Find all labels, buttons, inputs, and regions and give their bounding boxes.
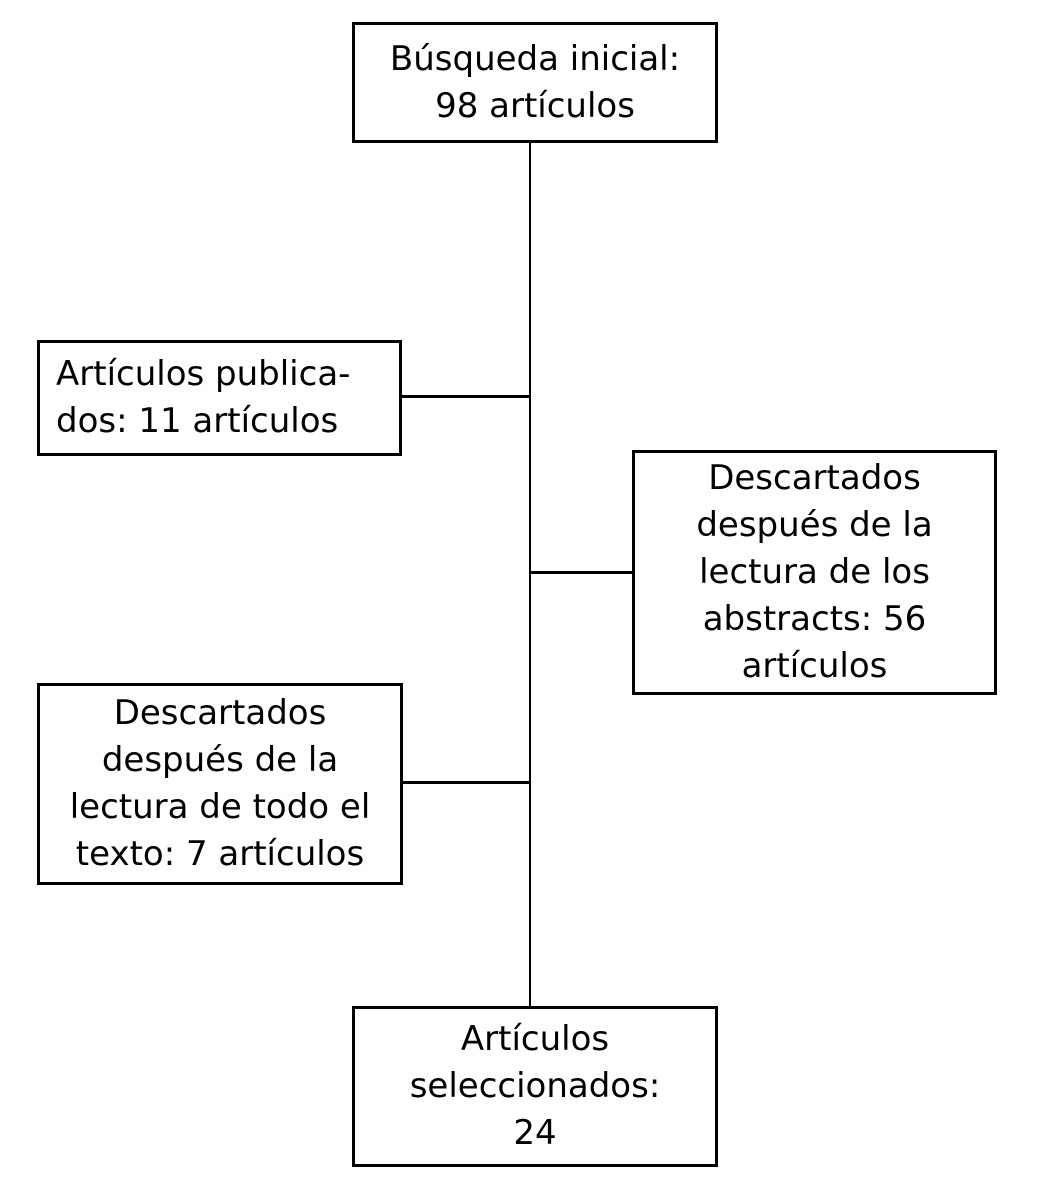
selected-articles-box: Artículos seleccionados: 24 xyxy=(352,1006,718,1167)
discarded-after-abstracts-box: Descartados después de la lectura de los… xyxy=(632,450,997,695)
connector-published-line xyxy=(400,395,531,398)
connector-fulltext-line xyxy=(400,781,531,784)
connector-abstracts-line xyxy=(531,571,634,574)
published-articles-box: Artículos publica- dos: 11 artículos xyxy=(37,340,402,456)
vertical-spine-line xyxy=(529,143,531,1007)
discarded-after-fulltext-box: Descartados después de la lectura de tod… xyxy=(37,683,403,885)
initial-search-box: Búsqueda inicial: 98 artículos xyxy=(352,22,718,143)
